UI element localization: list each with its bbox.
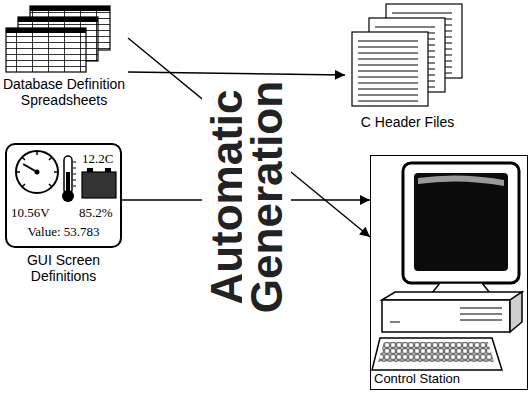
gauge-dial bbox=[16, 151, 58, 193]
spreadsheet-header bbox=[18, 17, 98, 22]
cpu-top bbox=[382, 292, 522, 300]
node-label: Database Definition Spreadsheets bbox=[0, 76, 128, 108]
node-label: GUI Screen Definitions bbox=[5, 252, 122, 284]
gauge-hub bbox=[35, 170, 40, 175]
screen-glare bbox=[418, 175, 504, 186]
monitor-case bbox=[403, 163, 519, 283]
rotated-banner: Automatic Generation bbox=[207, 47, 287, 347]
battery-body bbox=[82, 172, 116, 198]
reading-value: 10.56V bbox=[11, 205, 50, 220]
battery-terminal bbox=[105, 168, 111, 172]
screen-frame: 12.2C 10.56V 85.2% Value: 53.783 bbox=[5, 143, 122, 248]
thermometer-icon bbox=[62, 156, 76, 202]
reading-value: 85.2% bbox=[79, 205, 113, 220]
document-lines bbox=[352, 38, 428, 102]
cpu-side bbox=[510, 292, 522, 332]
drive-slots bbox=[390, 308, 502, 322]
spreadsheet bbox=[6, 28, 86, 72]
node-label: Control Station bbox=[371, 371, 527, 389]
spreadsheet-stack bbox=[6, 6, 110, 72]
header-files-node: C Header Files bbox=[345, 2, 470, 130]
reading-slot: 12.2C bbox=[82, 149, 113, 167]
document-page bbox=[352, 32, 428, 106]
thermometer-bulb bbox=[62, 190, 74, 202]
spreadsheet-header bbox=[30, 6, 110, 11]
spreadsheet-node: Database Definition Spreadsheets bbox=[0, 2, 128, 108]
thermometer-ticks bbox=[73, 162, 76, 186]
reading-slot: 10.56V bbox=[11, 203, 50, 221]
generation-arrow bbox=[128, 72, 345, 75]
reading-slot: Value: 53.783 bbox=[7, 222, 120, 240]
document-stack bbox=[352, 4, 462, 106]
keyboard bbox=[372, 338, 502, 370]
spreadsheet-grid bbox=[6, 28, 86, 72]
spreadsheet-header bbox=[6, 28, 86, 33]
control-station-box: Control Station bbox=[370, 155, 528, 390]
keyboard-keys bbox=[378, 342, 494, 362]
gauge-ticks bbox=[16, 151, 58, 187]
reading-value: 12.2C bbox=[82, 151, 113, 166]
battery-terminal bbox=[87, 168, 93, 172]
cpu-front bbox=[382, 300, 510, 332]
reading-slot: 85.2% bbox=[79, 203, 113, 221]
gauge-icon bbox=[16, 151, 58, 193]
monitor-screen bbox=[414, 173, 508, 271]
computer-illustration bbox=[372, 163, 522, 370]
reading-value: Value: 53.783 bbox=[27, 224, 99, 239]
generation-label: Automatic Generation bbox=[202, 81, 291, 313]
gui-screen-node: 12.2C 10.56V 85.2% Value: 53.783GUI Screen … bbox=[5, 143, 122, 284]
node-label: C Header Files bbox=[345, 114, 470, 130]
battery-icon bbox=[82, 168, 116, 198]
